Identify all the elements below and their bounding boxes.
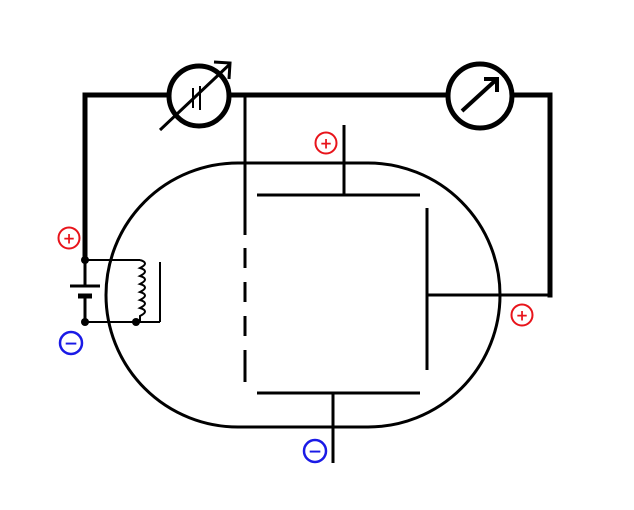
negative-marker-bottom: −	[302, 438, 328, 464]
right-plate	[425, 208, 550, 370]
junction-dots	[81, 256, 140, 326]
positive-symbol: +	[63, 230, 76, 248]
positive-marker-battery: +	[57, 226, 81, 250]
positive-marker-right: +	[510, 303, 534, 327]
negative-symbol: −	[64, 334, 78, 354]
coil-icon	[85, 259, 161, 323]
top-plate	[257, 125, 420, 197]
variable-capacitor-meter-icon	[158, 60, 232, 132]
tube-envelope	[104, 161, 502, 429]
battery-icon	[70, 260, 100, 322]
negative-symbol: −	[308, 442, 322, 462]
positive-symbol: +	[320, 135, 333, 153]
outer-circuit-wire	[82, 92, 553, 298]
positive-marker-top: +	[314, 131, 338, 155]
negative-marker-battery: −	[58, 330, 84, 356]
ammeter-icon	[445, 61, 515, 131]
bottom-plate	[257, 391, 420, 463]
positive-symbol: +	[516, 307, 529, 325]
